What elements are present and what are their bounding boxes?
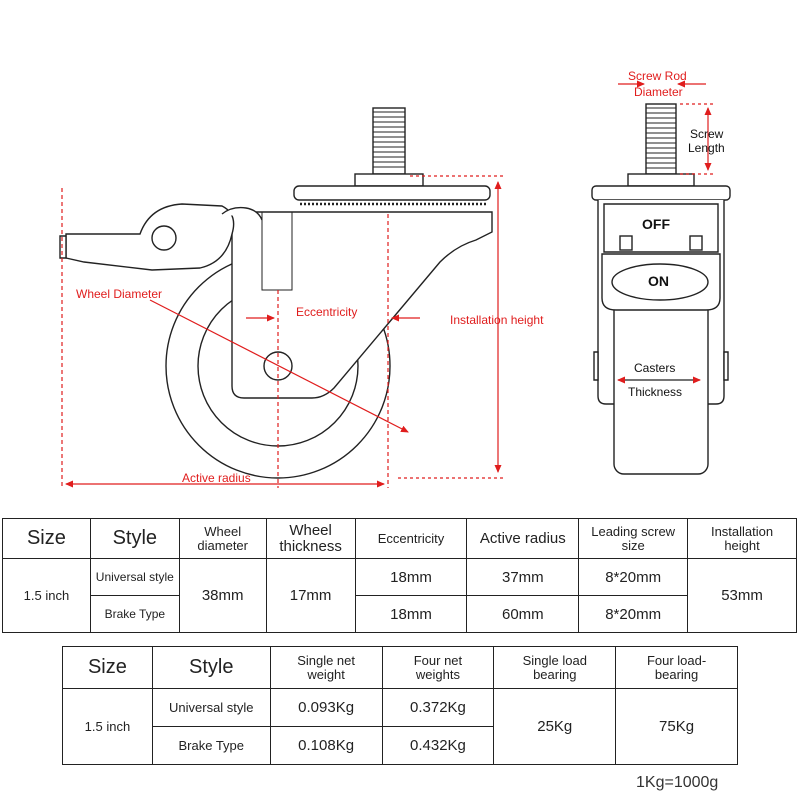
unit-conversion-note: 1Kg=1000g [636,774,719,791]
table-row: 1.5 inch Universal style 0.093Kg 0.372Kg… [62,688,738,765]
side-dimensions [61,175,506,488]
header-size: Size [62,646,153,689]
style-cell: Universal style [151,688,271,727]
header-active-radius: Active radius [466,518,580,559]
casters-thickness-label-1: Casters [634,361,675,375]
single-net-weight-cell: 0.108Kg [269,726,383,765]
header-size: Size [2,518,91,559]
brake-on-label: ON [648,273,669,289]
screw-length-label-2: Length [688,141,725,155]
screw-rod-diameter-label-2: Diameter [634,85,683,99]
screw-size-cell: 8*20mm [578,595,689,633]
screw-size-cell: 8*20mm [578,558,689,596]
side-screw-thread [372,107,406,175]
eccentricity-cell: 18mm [354,595,468,633]
four-load-bearing-cell: 75Kg [615,688,738,765]
table-row: 1.5 inch Universal style 38mm 17mm 18mm … [2,558,797,633]
four-net-weights-cell: 0.432Kg [381,726,495,765]
screw-length-label-1: Screw [690,127,724,141]
style-cell: Universal style [89,558,180,596]
table-row: Brake Type 18mm 60mm 8*20mm [3,595,797,633]
single-load-bearing-cell: 25Kg [493,688,617,765]
header-four-load-bearing: Four load-bearing [615,646,738,689]
installation-height-cell: 53mm [687,558,797,633]
active-radius-cell: 37mm [466,558,580,596]
eccentricity-label: Eccentricity [296,305,357,319]
caster-diagram: Wheel Diameter Eccentricity Installation… [59,69,731,488]
header-eccentricity: Eccentricity [354,518,468,559]
front-dimensions [617,80,714,384]
size-cell: 1.5 inch [2,558,91,633]
header-style: Style [151,646,271,689]
style-cell: Brake Type [89,595,180,633]
style-cell: Brake Type [151,726,271,765]
header-style: Style [89,518,180,559]
casters-thickness-label-2: Thickness [628,385,682,399]
screw-rod-diameter-label-1: Screw Rod [628,69,687,83]
table-row: Brake Type 0.108Kg 0.432Kg [63,726,738,765]
four-net-weights-cell: 0.372Kg [381,688,495,727]
single-net-weight-cell: 0.093Kg [269,688,383,727]
front-view-caster [591,103,731,475]
active-radius-cell: 60mm [466,595,580,633]
active-radius-label: Active radius [182,471,251,485]
wheel-diameter-label: Wheel Diameter [76,287,162,301]
wheel-diameter-cell: 38mm [178,558,267,633]
installation-height-label: Installation height [450,313,544,327]
wheel-thickness-cell: 17mm [265,558,356,633]
front-screw-thread [645,103,677,175]
eccentricity-cell: 18mm [354,558,468,596]
brake-off-label: OFF [642,216,670,232]
size-cell: 1.5 inch [62,688,153,765]
